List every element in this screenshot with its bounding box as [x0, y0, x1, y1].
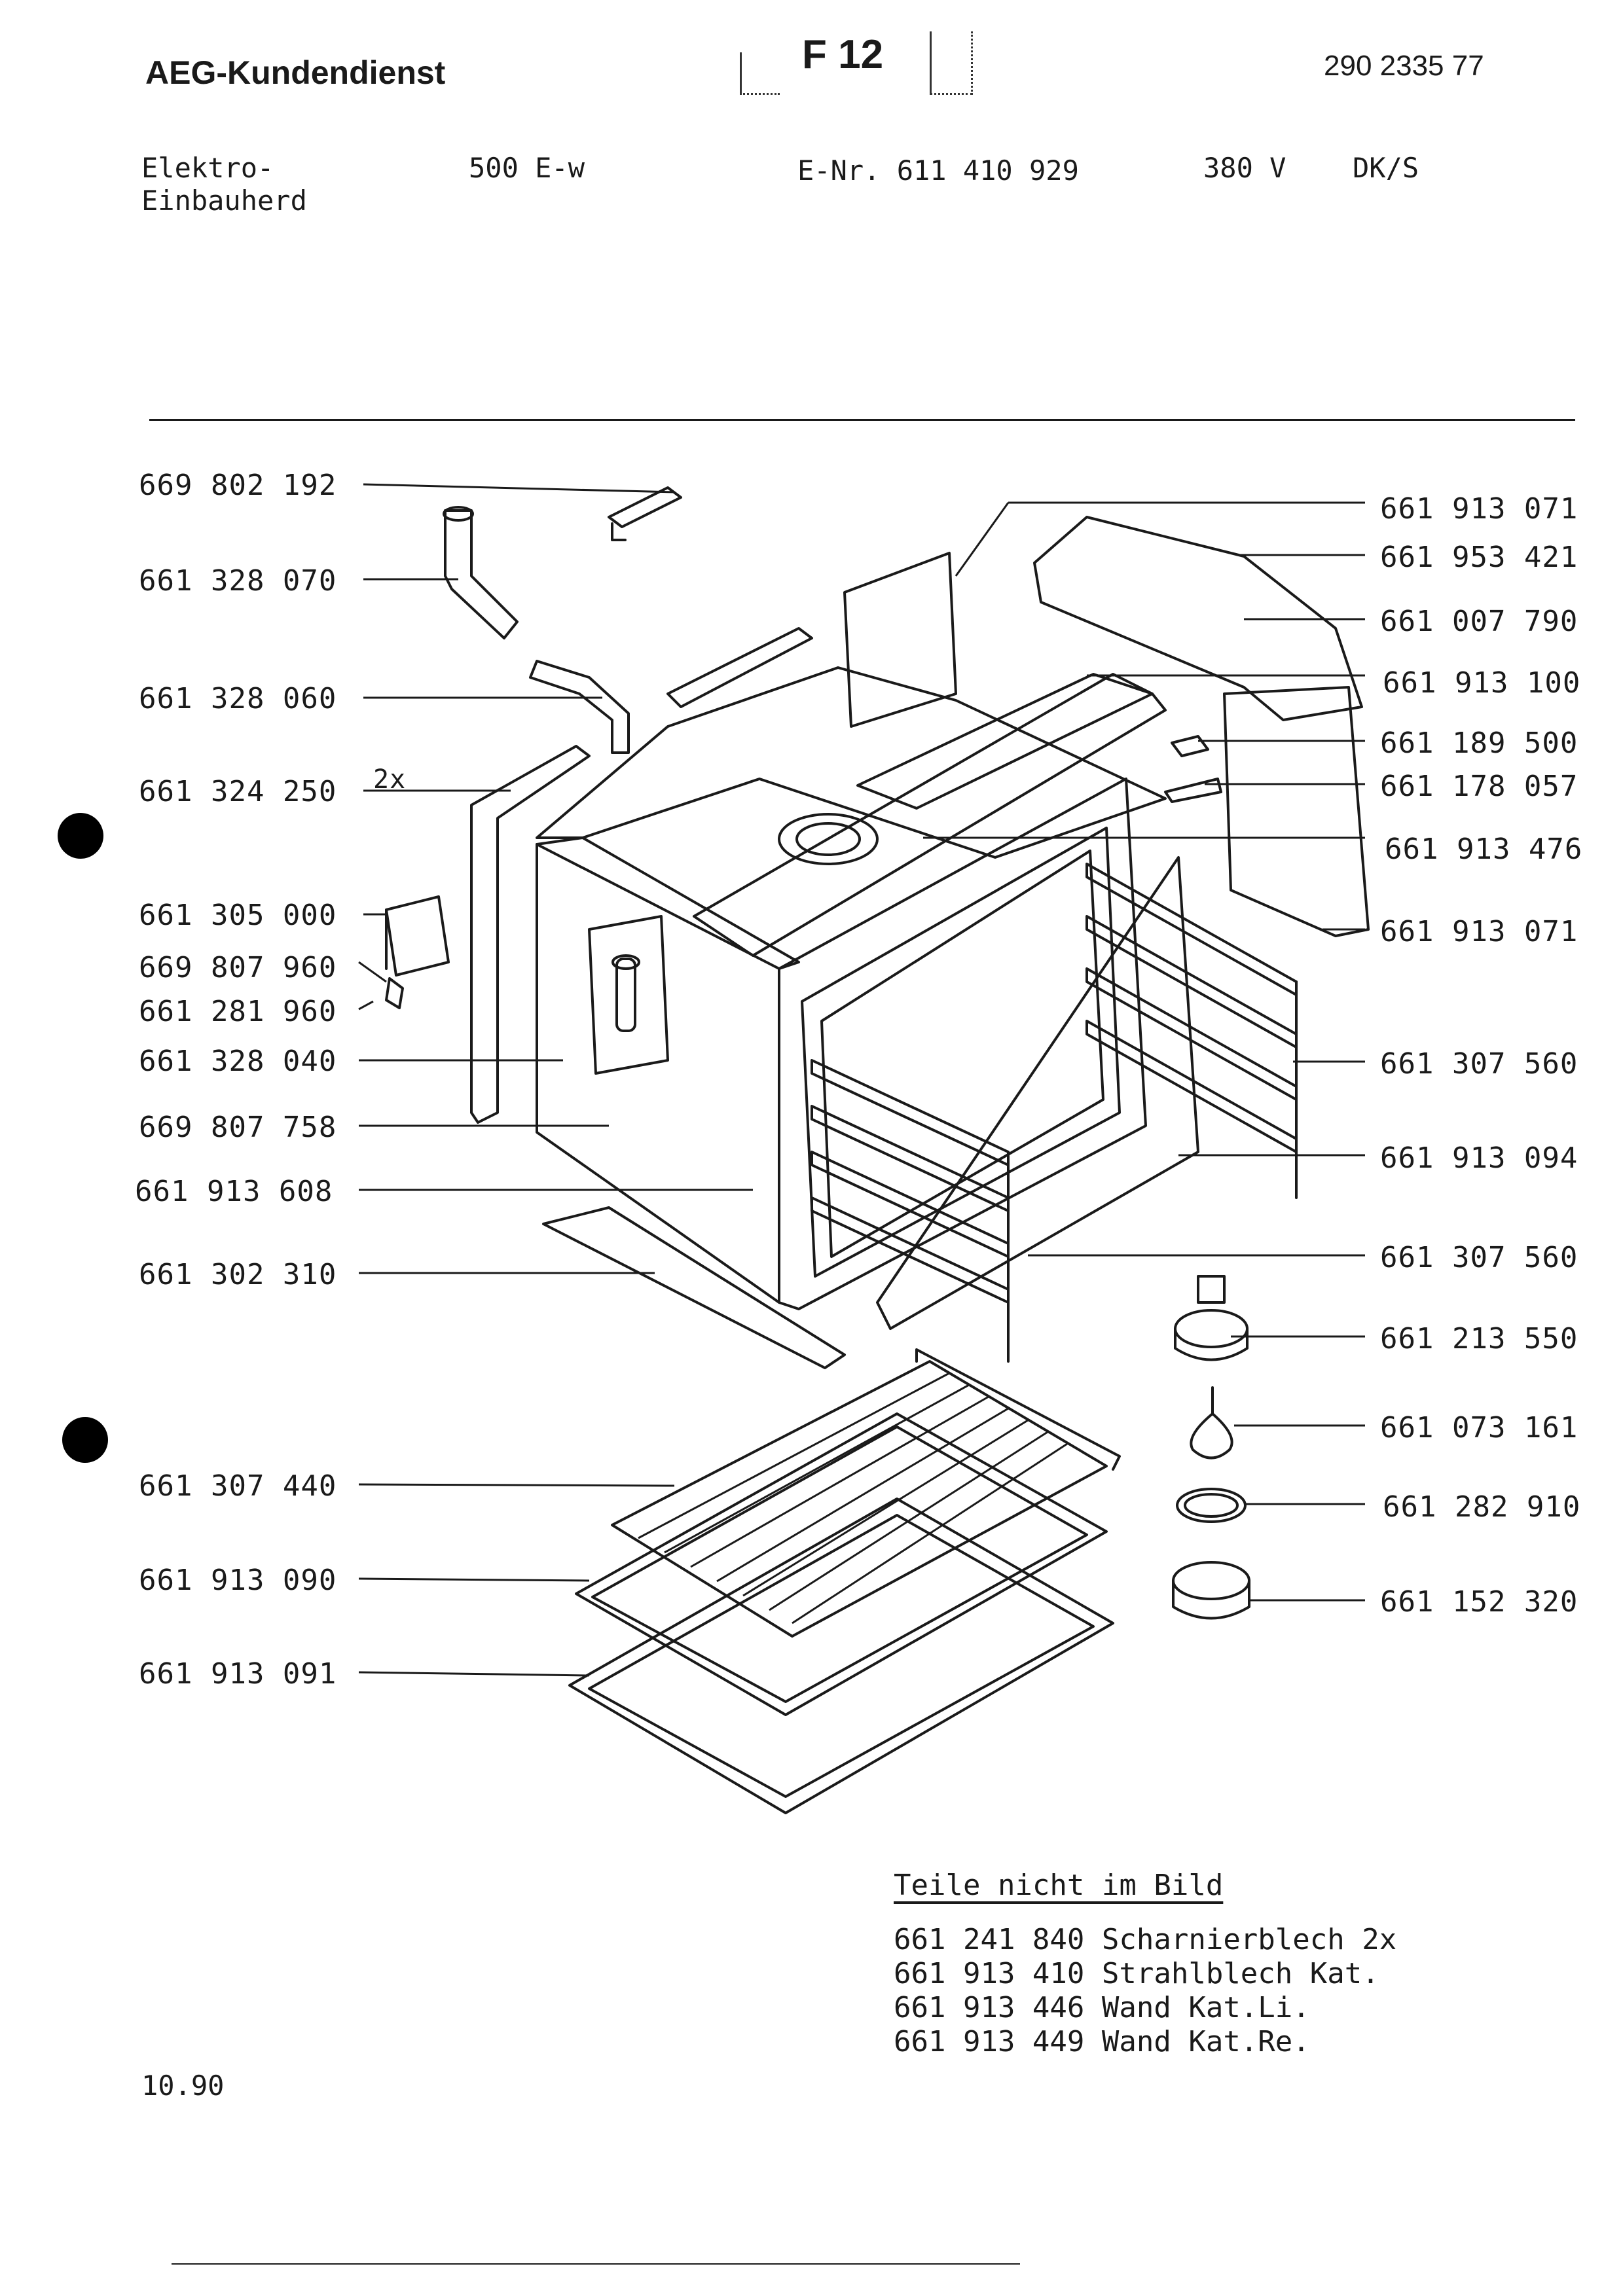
section-bracket-right	[930, 31, 973, 95]
shelf-rails-right	[1085, 863, 1298, 1199]
appliance-e-number: E-Nr. 611 410 929	[797, 154, 1079, 187]
part-label-left: 661 302 310	[139, 1258, 337, 1291]
section-code: F 12	[802, 32, 884, 77]
part-label-right: 661 953 421	[1380, 541, 1578, 574]
appliance-type-line1: Elektro-	[141, 152, 274, 184]
footnote-item: 661 913 449 Wand Kat.Re.	[894, 2025, 1310, 2058]
footnote-title: Teile nicht im Bild	[894, 1869, 1224, 1902]
left-leader-lines	[358, 483, 753, 1677]
footnote-item: 661 241 840 Scharnierblech 2x	[894, 1923, 1397, 1956]
brand-title: AEG-Kundendienst	[145, 54, 446, 91]
part-label-left: 661 328 060	[139, 682, 337, 715]
part-label-right: 661 913 071	[1380, 915, 1578, 948]
footnote-item: 661 913 446 Wand Kat.Li.	[894, 1991, 1310, 2024]
issue-date: 10.90	[141, 2070, 225, 2102]
appliance-model: 500 E-w	[469, 152, 585, 184]
part-label-left: 661 328 040	[139, 1045, 337, 1078]
shelf-rails-left	[811, 1059, 1010, 1363]
part-label-left: 669 802 192	[139, 469, 337, 502]
oven-lamp-parts	[1172, 1275, 1250, 1620]
right-leader-lines	[923, 501, 1365, 1602]
part-label-left: 661 913 091	[139, 1657, 337, 1691]
footnote-item: 661 913 410 Strahlblech Kat.	[894, 1957, 1379, 1990]
appliance-market: DK/S	[1353, 152, 1419, 184]
part-label-right: 661 213 550	[1380, 1322, 1578, 1355]
part-label-left: 661 324 250	[139, 775, 337, 808]
part-label-right: 661 913 476	[1385, 833, 1583, 866]
section-bracket-left	[740, 52, 780, 95]
part-label-right: 661 189 500	[1380, 726, 1578, 760]
part-label-right: 661 307 560	[1380, 1241, 1578, 1274]
part-label-left: 661 913 090	[139, 1564, 337, 1597]
part-label-left: 669 807 758	[139, 1111, 337, 1144]
part-label-left: 661 305 000	[139, 899, 337, 932]
part-label-left: 661 328 070	[139, 564, 337, 598]
part-label-right: 661 282 910	[1383, 1490, 1581, 1524]
part-label-left: 661 307 440	[139, 1469, 337, 1503]
part-label-right: 661 913 071	[1380, 492, 1578, 526]
baking-grid-drawing	[611, 1348, 1121, 1638]
part-label-right: 661 307 560	[1380, 1047, 1578, 1081]
header-divider	[149, 419, 1575, 421]
part-label-right: 661 073 161	[1380, 1411, 1578, 1444]
part-label-right: 661 913 100	[1383, 666, 1581, 700]
part-label-left: 669 807 960	[139, 951, 337, 984]
part-label-right: 661 178 057	[1380, 770, 1578, 803]
punch-hole-mark	[62, 1417, 108, 1463]
part-label-left: 661 281 960	[139, 995, 337, 1028]
appliance-voltage: 380 V	[1203, 152, 1286, 184]
document-number: 290 2335 77	[1324, 50, 1484, 82]
part-label-right: 661 007 790	[1380, 605, 1578, 638]
part-label-right: 661 152 320	[1380, 1585, 1578, 1619]
appliance-type-line2: Einbauherd	[141, 185, 307, 217]
footer-rule	[172, 2263, 1020, 2265]
part-label-right: 661 913 094	[1380, 1141, 1578, 1175]
punch-hole-mark	[58, 813, 103, 859]
part-label-left: 661 913 608	[135, 1175, 333, 1208]
quantity-note: 2x	[373, 764, 407, 795]
